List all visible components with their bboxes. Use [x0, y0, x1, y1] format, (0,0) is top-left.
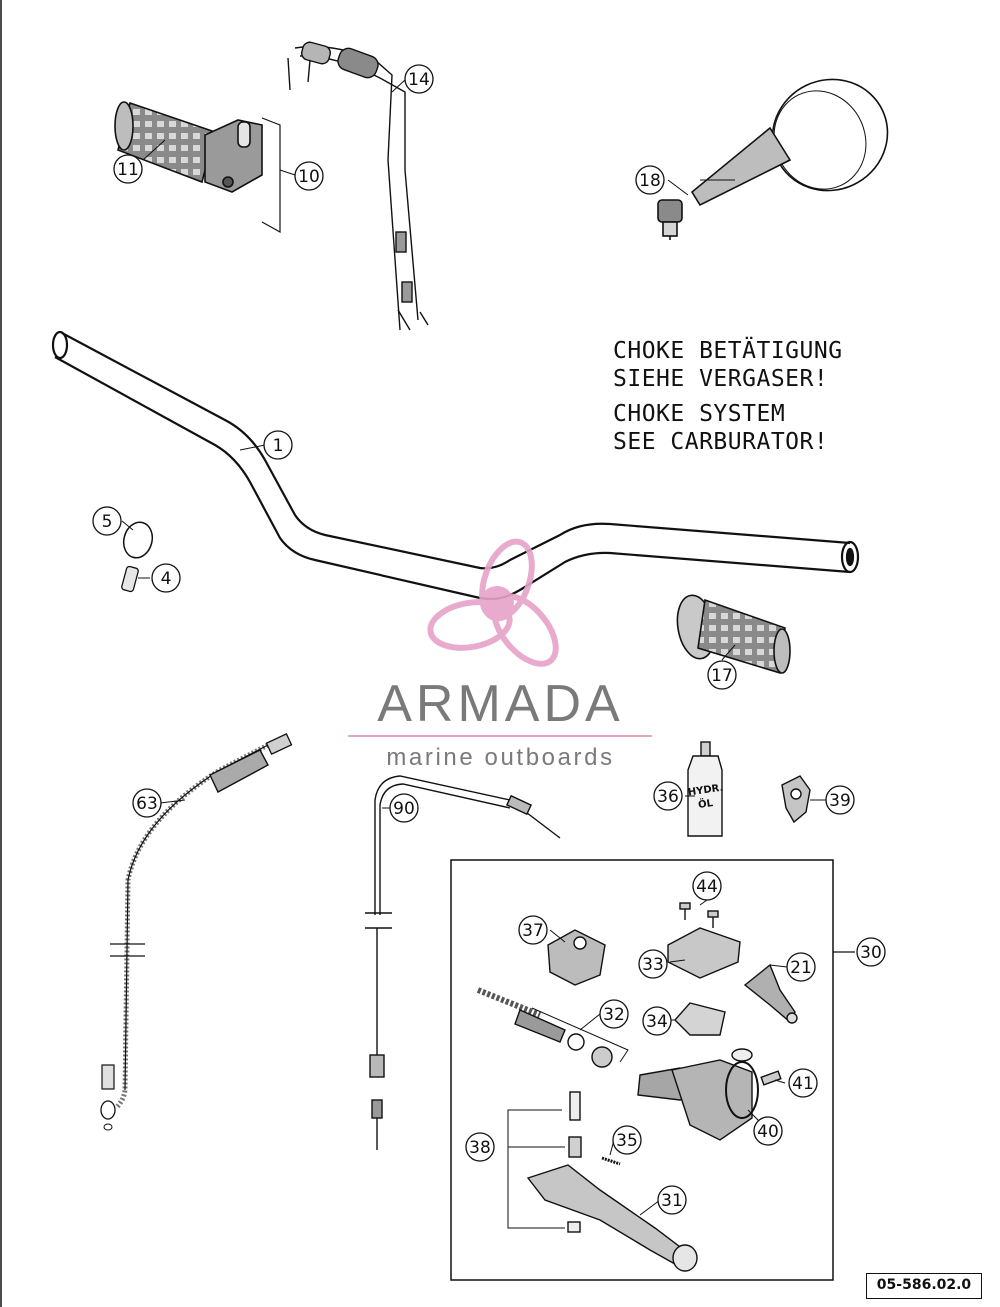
pin-part: [121, 565, 139, 593]
callout-32: 32: [599, 999, 629, 1029]
callout-label: 40: [757, 1122, 779, 1142]
callout-4: 4: [151, 563, 181, 593]
callout-label: 10: [298, 167, 320, 187]
callout-label: 41: [792, 1074, 814, 1094]
callout-label: 31: [661, 1191, 683, 1211]
oil-bottle-label-line1: HYDR.: [687, 783, 724, 799]
note-choke-en-line1: CHOKE SYSTEM: [613, 401, 786, 427]
throttle-cable-part: [287, 41, 429, 331]
callout-36: 36: [653, 781, 683, 811]
callout-17: 17: [707, 660, 737, 690]
oil-bottle-part: [687, 741, 723, 837]
callout-label: 17: [711, 666, 733, 686]
callout-33: 33: [638, 949, 668, 979]
callout-label: 32: [603, 1005, 625, 1025]
callout-label: 30: [860, 943, 882, 963]
callout-label: 37: [522, 921, 544, 941]
callout-label: 5: [102, 512, 113, 532]
callout-label: 36: [657, 787, 679, 807]
callout-label: 38: [469, 1138, 491, 1158]
callout-5: 5: [92, 506, 122, 536]
note-choke-de-line1: CHOKE BETÄTIGUNG: [613, 338, 843, 364]
reference-code: 05-586.02.0: [866, 1273, 982, 1299]
callout-label: 18: [639, 171, 661, 191]
callout-label: 33: [642, 955, 664, 975]
callout-44: 44: [692, 871, 722, 901]
callout-63: 63: [132, 788, 162, 818]
callout-11: 11: [113, 154, 143, 184]
callout-34: 34: [642, 1006, 672, 1036]
throttle-housing-bracket: [261, 117, 281, 234]
callout-40: 40: [753, 1116, 783, 1146]
hot-start-part: [781, 775, 811, 824]
callout-18: 18: [635, 165, 665, 195]
callout-90: 90: [389, 793, 419, 823]
oil-bottle-label-line2: ÖL: [697, 795, 714, 811]
callout-38: 38: [465, 1132, 495, 1162]
callout-35: 35: [612, 1125, 642, 1155]
brake-components: [476, 902, 798, 1272]
cable-90-part: [365, 775, 561, 1150]
brand-tagline: marine outboards: [386, 744, 615, 771]
cable-63-part: [100, 733, 293, 1131]
callout-41: 41: [788, 1068, 818, 1098]
brake-assembly-box: [450, 859, 834, 1281]
callout-label: 90: [393, 799, 415, 819]
callout-label: 44: [696, 877, 718, 897]
callout-39: 39: [825, 785, 855, 815]
callout-label: 39: [829, 791, 851, 811]
callout-label: 1: [273, 436, 284, 456]
callout-21: 21: [786, 952, 816, 982]
callout-label: 11: [117, 160, 139, 180]
handlebar-part: [51, 330, 860, 601]
clamp-part: [122, 521, 154, 559]
callout-label: 35: [616, 1131, 638, 1151]
callout-31: 31: [657, 1185, 687, 1215]
right-grip-part: [676, 594, 791, 675]
callout-1: 1: [263, 430, 293, 460]
brand-name: ARMADA: [377, 675, 624, 733]
throttle-grip-part: [114, 101, 263, 193]
note-choke-de-line2: SIEHE VERGASER!: [613, 366, 829, 392]
callout-30: 30: [856, 937, 886, 967]
callout-14: 14: [404, 64, 434, 94]
callout-label: 21: [790, 958, 812, 978]
callout-37: 37: [518, 915, 548, 945]
callout-label: 34: [646, 1012, 668, 1032]
armada-logo-icon: [427, 538, 559, 667]
callout-10: 10: [294, 161, 324, 191]
note-choke-en-line2: SEE CARBURATOR!: [613, 429, 829, 455]
callout-label: 14: [408, 70, 430, 90]
callout-label: 63: [136, 794, 158, 814]
mirror-part: [657, 78, 889, 240]
callout-label: 4: [161, 569, 172, 589]
